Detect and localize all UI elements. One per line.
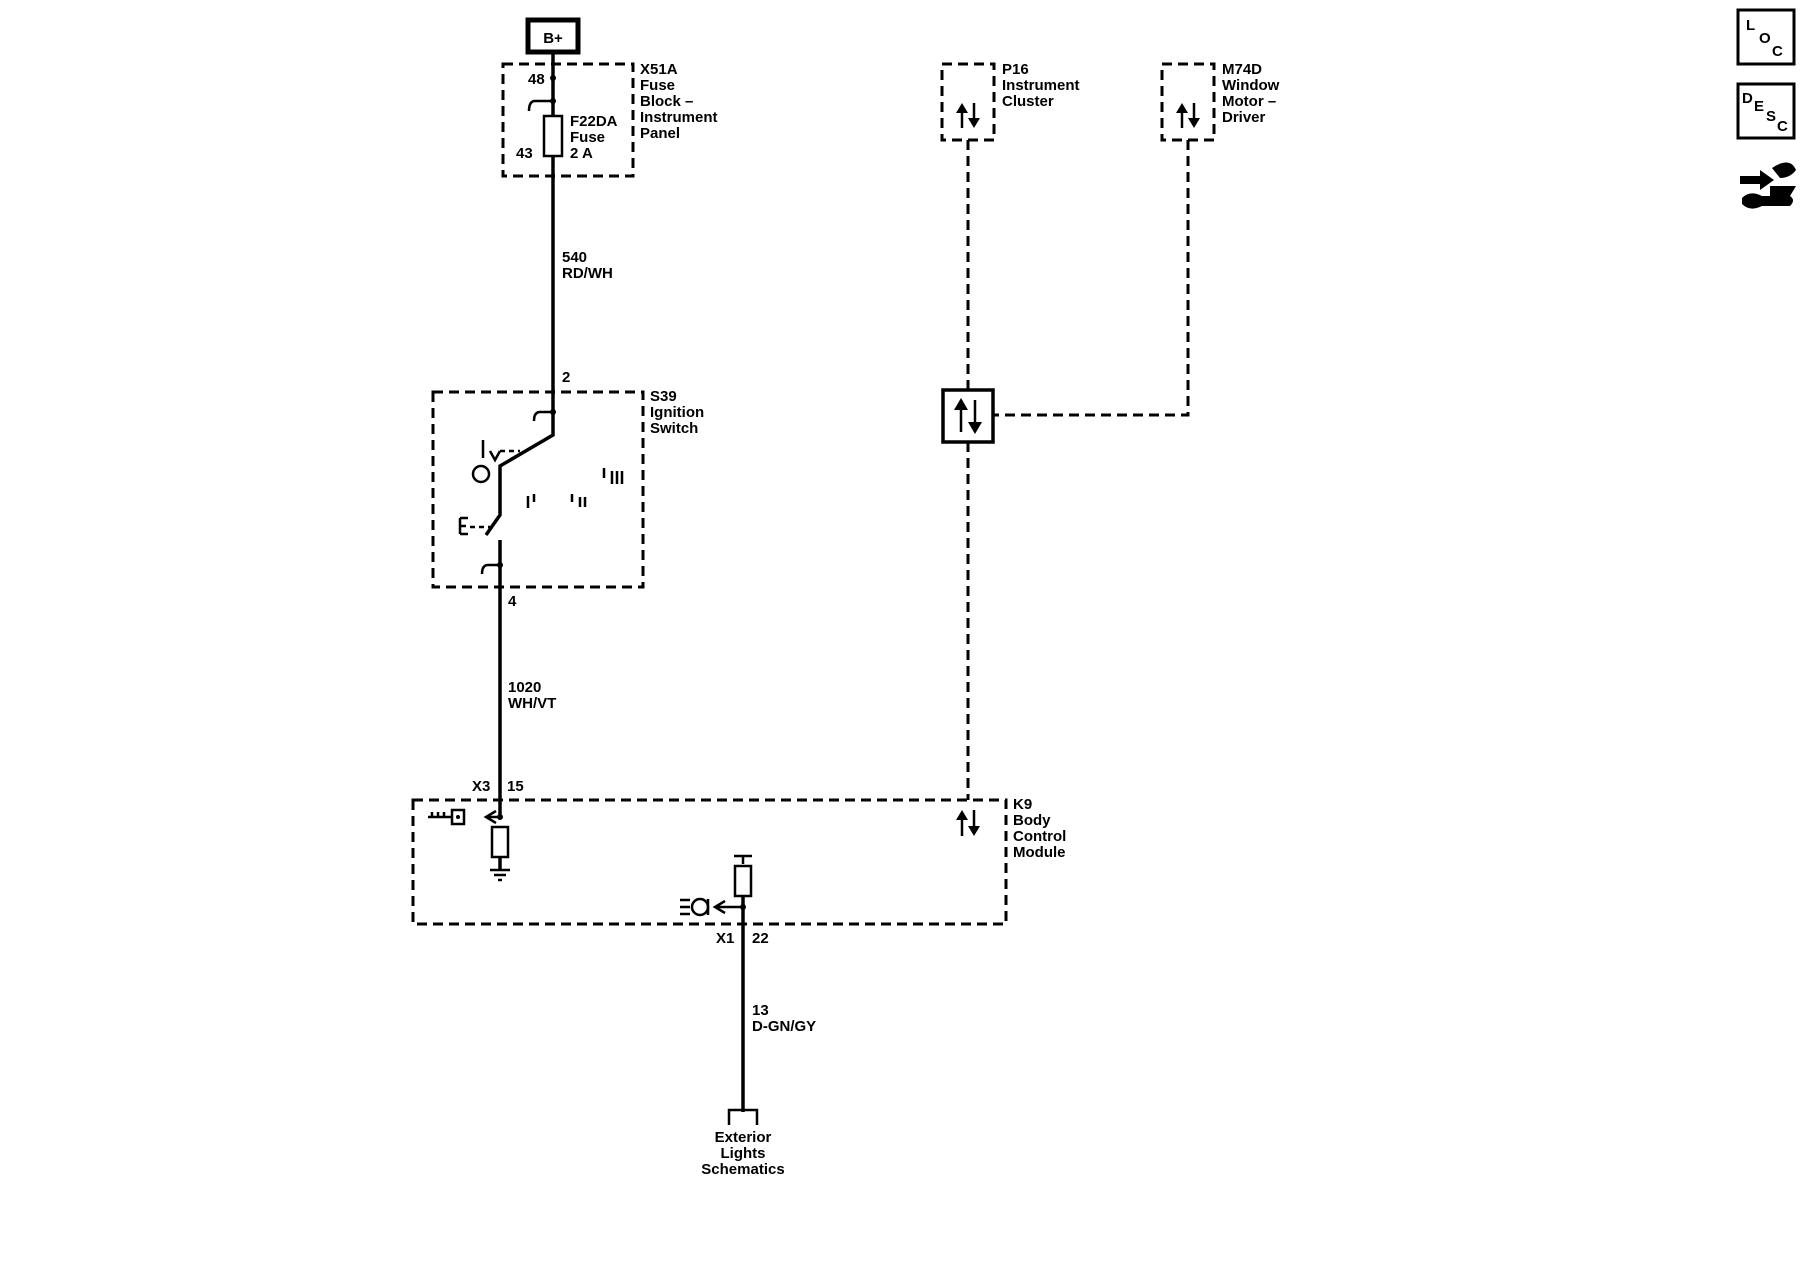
fuse-block-pin-in: 48: [528, 71, 545, 88]
bcm-pulldown-resistor-icon: [490, 825, 510, 859]
bcm-pullup-resistor-icon: [733, 864, 753, 898]
wire-540-label: 540 RD/WH: [562, 249, 613, 282]
wire-540-color: RD/WH: [562, 265, 613, 282]
ignition-lock-icon: [471, 464, 491, 484]
wire-13-circuit: 13: [752, 1002, 769, 1019]
window-motor-name-line: Driver: [1222, 109, 1266, 126]
fuse-block-label: X51A Fuse Block – Instrument Panel: [640, 61, 718, 142]
instrument-cluster-name-line: Cluster: [1002, 93, 1054, 110]
bcm-ref: K9: [1013, 796, 1032, 813]
ignition-position-ii-icon: [570, 494, 587, 507]
fuse-label: F22DA Fuse 2 A: [570, 113, 618, 162]
schematic-reference-icon: [727, 1108, 759, 1125]
wire-1020-label: 1020 WH/VT: [508, 679, 556, 712]
window-motor-outline: [1160, 62, 1216, 142]
bcm-name-line: Body: [1013, 812, 1051, 829]
description-icon: D E S C: [1742, 90, 1788, 135]
ignition-connector-top-icon: [532, 410, 553, 422]
ignition-switch-name-line: Ignition: [650, 404, 704, 421]
desc-letter: E: [1754, 98, 1764, 115]
connector-tools-button[interactable]: [1740, 162, 1796, 209]
wire-1020-color: WH/VT: [508, 695, 556, 712]
ignition-position-iii-icon: [602, 468, 624, 484]
wire-1020-circuit: 1020: [508, 679, 541, 696]
location-view-icon: L O C: [1746, 17, 1783, 60]
bcm-outline: [411, 798, 1008, 926]
fuse-name: Fuse: [570, 129, 605, 146]
bcm-serial-data-icon: [956, 810, 980, 836]
battery-positive-terminal: B+: [525, 17, 581, 55]
wire-540-circuit: 540: [562, 249, 587, 266]
ground-icon: [490, 868, 510, 882]
loc-letter: C: [1772, 43, 1783, 60]
fuse-block-pin-out: 43: [516, 145, 533, 162]
loc-letter: O: [1759, 30, 1771, 47]
bcm-connector-top: X3: [472, 778, 490, 795]
desc-letter: C: [1777, 118, 1788, 135]
exterior-lights-line: Schematics: [701, 1161, 784, 1178]
ignition-switch-contact: [484, 413, 555, 537]
location-view-button[interactable]: L O C: [1736, 8, 1796, 66]
bcm-pin-bottom: 22: [752, 930, 769, 947]
key-icon: [428, 808, 466, 826]
fuse-block-name-line: Panel: [640, 125, 680, 142]
battery-positive-label: B+: [543, 30, 563, 47]
window-motor-label: M74D Window Motor – Driver: [1222, 61, 1280, 126]
ignition-pin-out: 4: [508, 593, 517, 610]
bcm-input-arrow-icon: [483, 809, 500, 825]
fuse-rating: 2 A: [570, 145, 593, 162]
exterior-lights-reference[interactable]: Exterior Lights Schematics: [701, 1129, 784, 1178]
bcm-pin-top: 15: [507, 778, 524, 795]
bcm-name-line: Control: [1013, 828, 1066, 845]
desc-letter: S: [1766, 108, 1776, 125]
desc-letter: D: [1742, 90, 1753, 107]
fuse-block-outline: [501, 62, 635, 178]
fuse-block-connector-icon: [527, 99, 553, 112]
connector-tools-icon: [1740, 162, 1796, 209]
bcm-name-line: Module: [1013, 844, 1066, 861]
instrument-cluster-data-icon: [956, 103, 980, 128]
wire-13-label: 13 D-GN/GY: [752, 1002, 816, 1035]
instrument-cluster-outline: [940, 62, 996, 142]
bcm-output-arrow-icon: [712, 899, 743, 915]
instrument-cluster-label: P16 Instrument Cluster: [1002, 61, 1080, 110]
fuse-block-name-line: Block –: [640, 93, 693, 110]
serial-data-splice-icon: [941, 388, 995, 444]
exterior-lights-line: Exterior: [715, 1129, 772, 1146]
ignition-off-position-icon: [481, 440, 502, 463]
window-motor-ref: M74D: [1222, 61, 1262, 78]
window-motor-name-line: Window: [1222, 77, 1280, 94]
description-button[interactable]: D E S C: [1736, 82, 1796, 140]
exterior-lights-line: Lights: [721, 1145, 766, 1162]
wire-13-color: D-GN/GY: [752, 1018, 816, 1035]
fuse-icon: [542, 114, 564, 158]
fuse-block-ref: X51A: [640, 61, 678, 78]
bcm-label: K9 Body Control Module: [1013, 796, 1066, 861]
instrument-cluster-ref: P16: [1002, 61, 1029, 78]
ignition-switch-outline: [431, 390, 645, 589]
exterior-light-icon: [680, 897, 710, 917]
serial-data-line: [993, 140, 1190, 417]
window-motor-data-icon: [1176, 103, 1200, 128]
ignition-connector-bottom-icon: [480, 563, 500, 575]
bcm-connector-bottom: X1: [716, 930, 734, 947]
ignition-switch-ref: S39: [650, 388, 677, 405]
loc-letter: L: [1746, 17, 1755, 34]
bcm-supply-icon: [734, 854, 752, 864]
ignition-switch-label: S39 Ignition Switch: [650, 388, 704, 437]
ignition-switch-name-line: Switch: [650, 420, 698, 437]
fuse-ref: F22DA: [570, 113, 618, 130]
fuse-block-name-line: Instrument: [640, 109, 718, 126]
instrument-cluster-name-line: Instrument: [1002, 77, 1080, 94]
ignition-pin-in: 2: [562, 369, 570, 386]
ignition-start-icon: [458, 516, 468, 536]
ignition-position-i-icon: [526, 494, 536, 508]
fuse-block-name-line: Fuse: [640, 77, 675, 94]
window-motor-name-line: Motor –: [1222, 93, 1276, 110]
